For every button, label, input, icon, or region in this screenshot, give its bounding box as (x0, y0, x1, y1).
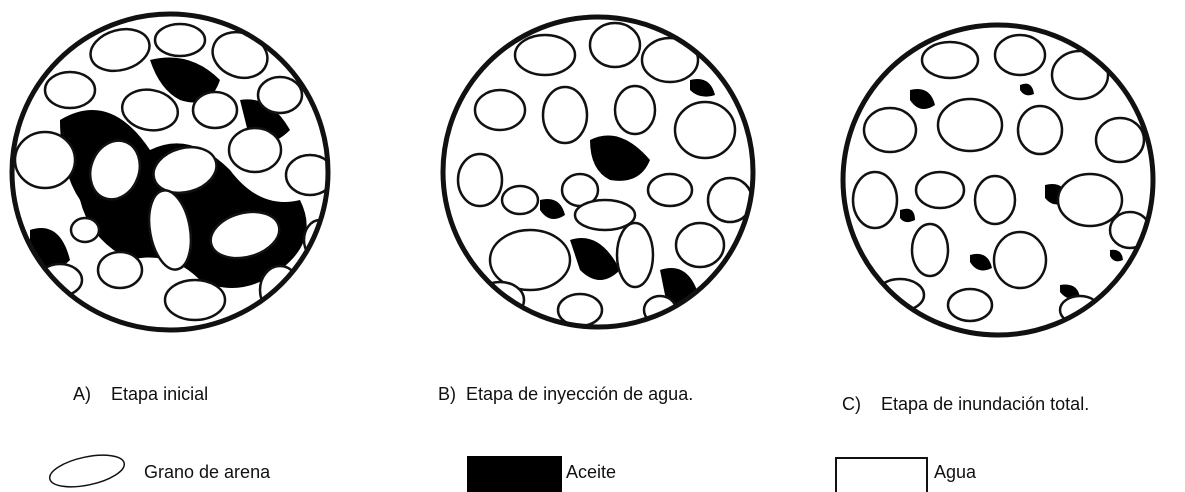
legend-water-label: Agua (934, 462, 976, 483)
caption-a-letter: A) (73, 384, 91, 404)
panel-a (0, 0, 370, 345)
caption-a: A) Etapa inicial (64, 363, 208, 405)
pore-diagram-a (0, 0, 370, 345)
caption-b-text: Etapa de inyección de agua. (466, 384, 693, 404)
sand-grain-icon (46, 453, 128, 489)
caption-b: B) Etapa de inyección de agua. (428, 363, 693, 405)
oil-swatch-icon (467, 456, 562, 492)
pore-diagram-c (820, 0, 1185, 345)
panel-c (820, 0, 1185, 345)
legend-sand-label: Grano de arena (144, 462, 270, 483)
legend-oil-label: Aceite (566, 462, 616, 483)
pore-diagram-b (420, 0, 780, 345)
caption-c: C) Etapa de inundación total. (832, 373, 1089, 415)
water-swatch-icon (834, 456, 929, 492)
caption-b-letter: B) (438, 384, 456, 404)
caption-c-letter: C) (842, 394, 861, 414)
panel-b (420, 0, 780, 345)
caption-c-text: Etapa de inundación total. (881, 394, 1089, 414)
caption-a-text: Etapa inicial (111, 384, 208, 404)
